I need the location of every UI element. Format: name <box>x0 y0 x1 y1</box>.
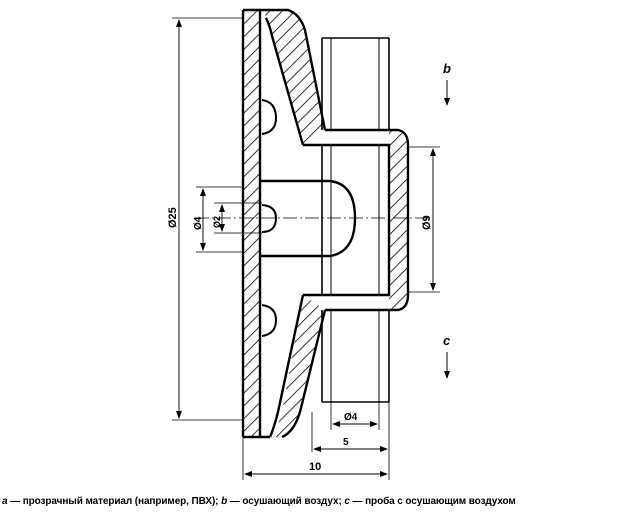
dimension-d9: Ø9 <box>408 146 440 293</box>
figure-caption: a — прозрачный материал (например, ПВХ);… <box>2 496 617 507</box>
caption-c-letter: c <box>344 496 350 507</box>
upper-side-hole <box>261 99 278 135</box>
dimension-five: 5 <box>311 402 390 480</box>
lower-conical-wall <box>268 294 327 439</box>
center-bore <box>260 179 357 258</box>
dimension-ten-label: 10 <box>309 461 321 473</box>
dimension-d4-left: Ø4 <box>193 186 243 253</box>
technical-drawing: Ø25 Ø4 Ø2 Ø9 Ø4 5 10 a <box>167 8 451 480</box>
caption-b-text: — осушающий воздух; <box>227 496 345 507</box>
dimension-five-label: 5 <box>343 437 349 448</box>
label-c: c <box>443 333 451 348</box>
flow-b: b <box>443 61 451 106</box>
dimension-d2-label: Ø2 <box>212 216 222 228</box>
dimension-d9-label: Ø9 <box>421 215 433 230</box>
dimension-d4-bottom: Ø4 <box>330 402 380 430</box>
dimension-d4-left-label: Ø4 <box>193 216 204 230</box>
dimension-ten: 10 <box>242 437 388 480</box>
dimension-d25: Ø25 <box>167 17 243 421</box>
left-plate <box>241 8 270 439</box>
lower-side-hole <box>261 304 278 337</box>
right-collar <box>303 128 410 312</box>
dimension-d4-bottom-label: Ø4 <box>344 412 358 423</box>
label-b: b <box>443 61 451 76</box>
flow-c: c <box>443 333 451 379</box>
dimension-d25-label: Ø25 <box>167 207 179 228</box>
caption-a-letter: a <box>2 496 8 507</box>
upper-conical-wall <box>260 8 327 146</box>
caption-a-text: — прозрачный материал (например, ПВХ); <box>7 496 222 507</box>
label-a: a <box>247 8 248 10</box>
caption-b-letter: b <box>221 496 228 507</box>
right-tube <box>321 37 390 403</box>
caption-c-text: — проба с осушающим воздухом <box>349 496 516 507</box>
dimension-d2: Ø2 <box>212 202 262 234</box>
